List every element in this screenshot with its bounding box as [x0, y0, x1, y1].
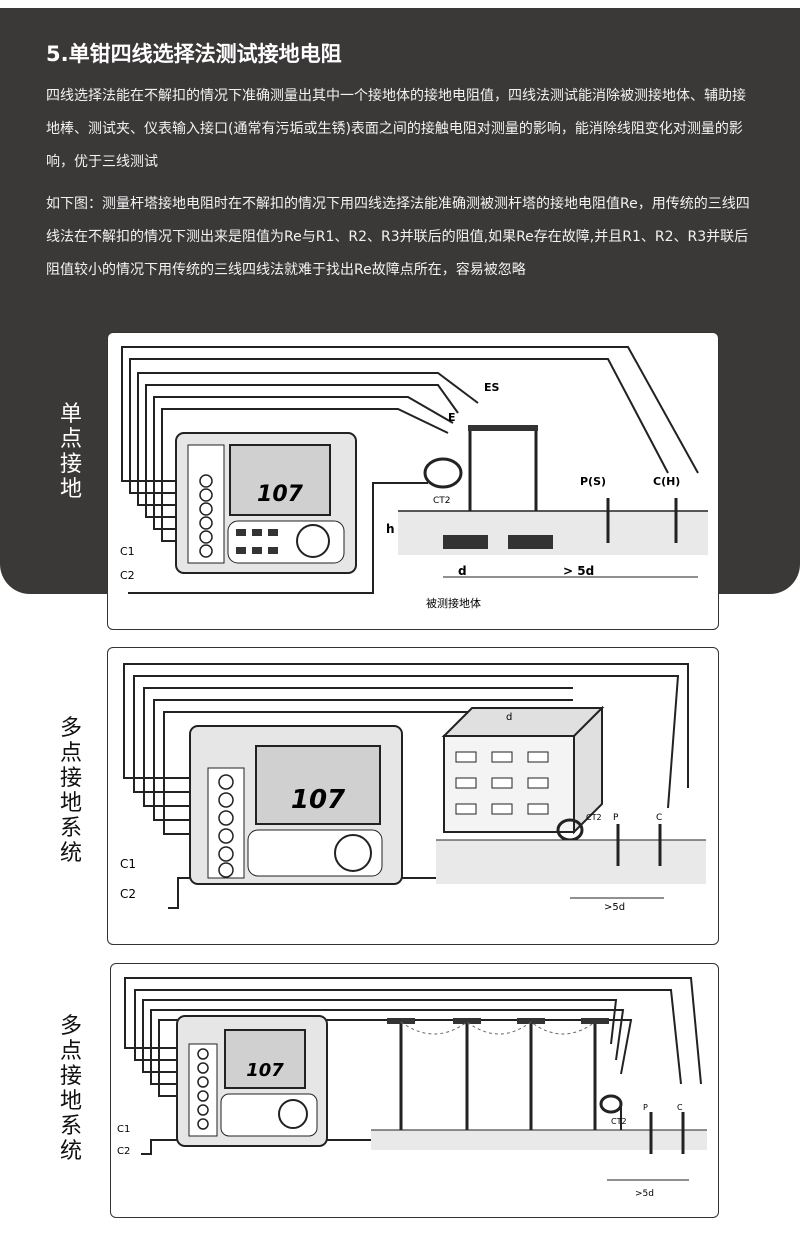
ct-label: CT2	[611, 1117, 627, 1126]
soil	[371, 1130, 707, 1150]
c1-label: C1	[120, 545, 135, 558]
c-label: C(H)	[653, 475, 680, 488]
rotary-dial-icon	[278, 1099, 308, 1129]
diagram1-side-label: 单点接地	[59, 402, 82, 502]
tester-screen	[229, 444, 331, 516]
diagram-single-point: 107 C1 C2 CT2 ES E h P(S) C(H) d > 5d 被测…	[107, 332, 719, 630]
tester-reading: 107	[257, 482, 304, 507]
diagram3-drawing: 107 C1 C2 CT2 P C >5d	[117, 977, 707, 1199]
diagram-multi-point-towers: 107 C1 C2 CT2 P C >5d	[110, 963, 719, 1218]
tester-screen	[224, 1029, 306, 1089]
c2-label: C2	[120, 569, 135, 582]
c-label: C	[677, 1103, 683, 1112]
example-paragraph: 如下图：测量杆塔接地电阻时在不解扣的情况下用四线选择法能准确测被测杆塔的接地电阻…	[46, 196, 750, 278]
ground-label: 被测接地体	[426, 596, 481, 610]
c1-label: C1	[117, 1124, 130, 1135]
intro-paragraph: 四线选择法能在不解扣的情况下准确测量出其中一个接地体的接地电阻值，四线法测试能消…	[46, 88, 746, 170]
ct-label: CT2	[586, 813, 602, 822]
clamp-ct2-icon	[599, 1094, 623, 1114]
tester-screen	[255, 745, 381, 825]
soil	[436, 840, 706, 884]
towers	[399, 1022, 597, 1146]
diagram2-side-label: 多点接地系统	[59, 716, 82, 866]
dim-label: d	[506, 712, 512, 723]
c-label: C	[656, 813, 662, 823]
h-label: h	[386, 522, 395, 536]
diagram2-drawing: 107 C1 C2 d CT2 P C >5d	[120, 663, 706, 913]
d-label: d	[458, 564, 467, 578]
tester-reading: 107	[246, 1060, 284, 1081]
rotary-dial-icon	[334, 834, 372, 872]
diagram1-drawing: 107 C1 C2 CT2 ES E h P(S) C(H) d > 5d 被测…	[120, 346, 708, 610]
dist-label: >5d	[604, 902, 625, 913]
p-label: P	[613, 813, 619, 823]
c2-label: C2	[120, 887, 136, 901]
dist-label: >5d	[635, 1189, 654, 1199]
dist-label: > 5d	[563, 564, 594, 578]
clamp-ct2-icon	[423, 457, 463, 489]
diagram3-side-label: 多点接地系统	[59, 1014, 82, 1164]
p-label: P(S)	[580, 475, 606, 488]
es-label: ES	[484, 381, 500, 394]
c2-label: C2	[117, 1146, 130, 1157]
e-label: E	[448, 411, 456, 424]
rotary-dial-icon	[296, 524, 330, 558]
p-label: P	[643, 1103, 648, 1112]
c1-label: C1	[120, 857, 136, 871]
ct-label: CT2	[433, 496, 451, 506]
section-title: 5.单钳四线选择法测试接地电阻	[46, 42, 342, 66]
diagram-multi-point-building: 107 C1 C2 d CT2 P C >5d	[107, 647, 719, 945]
tester-reading: 107	[291, 785, 346, 815]
